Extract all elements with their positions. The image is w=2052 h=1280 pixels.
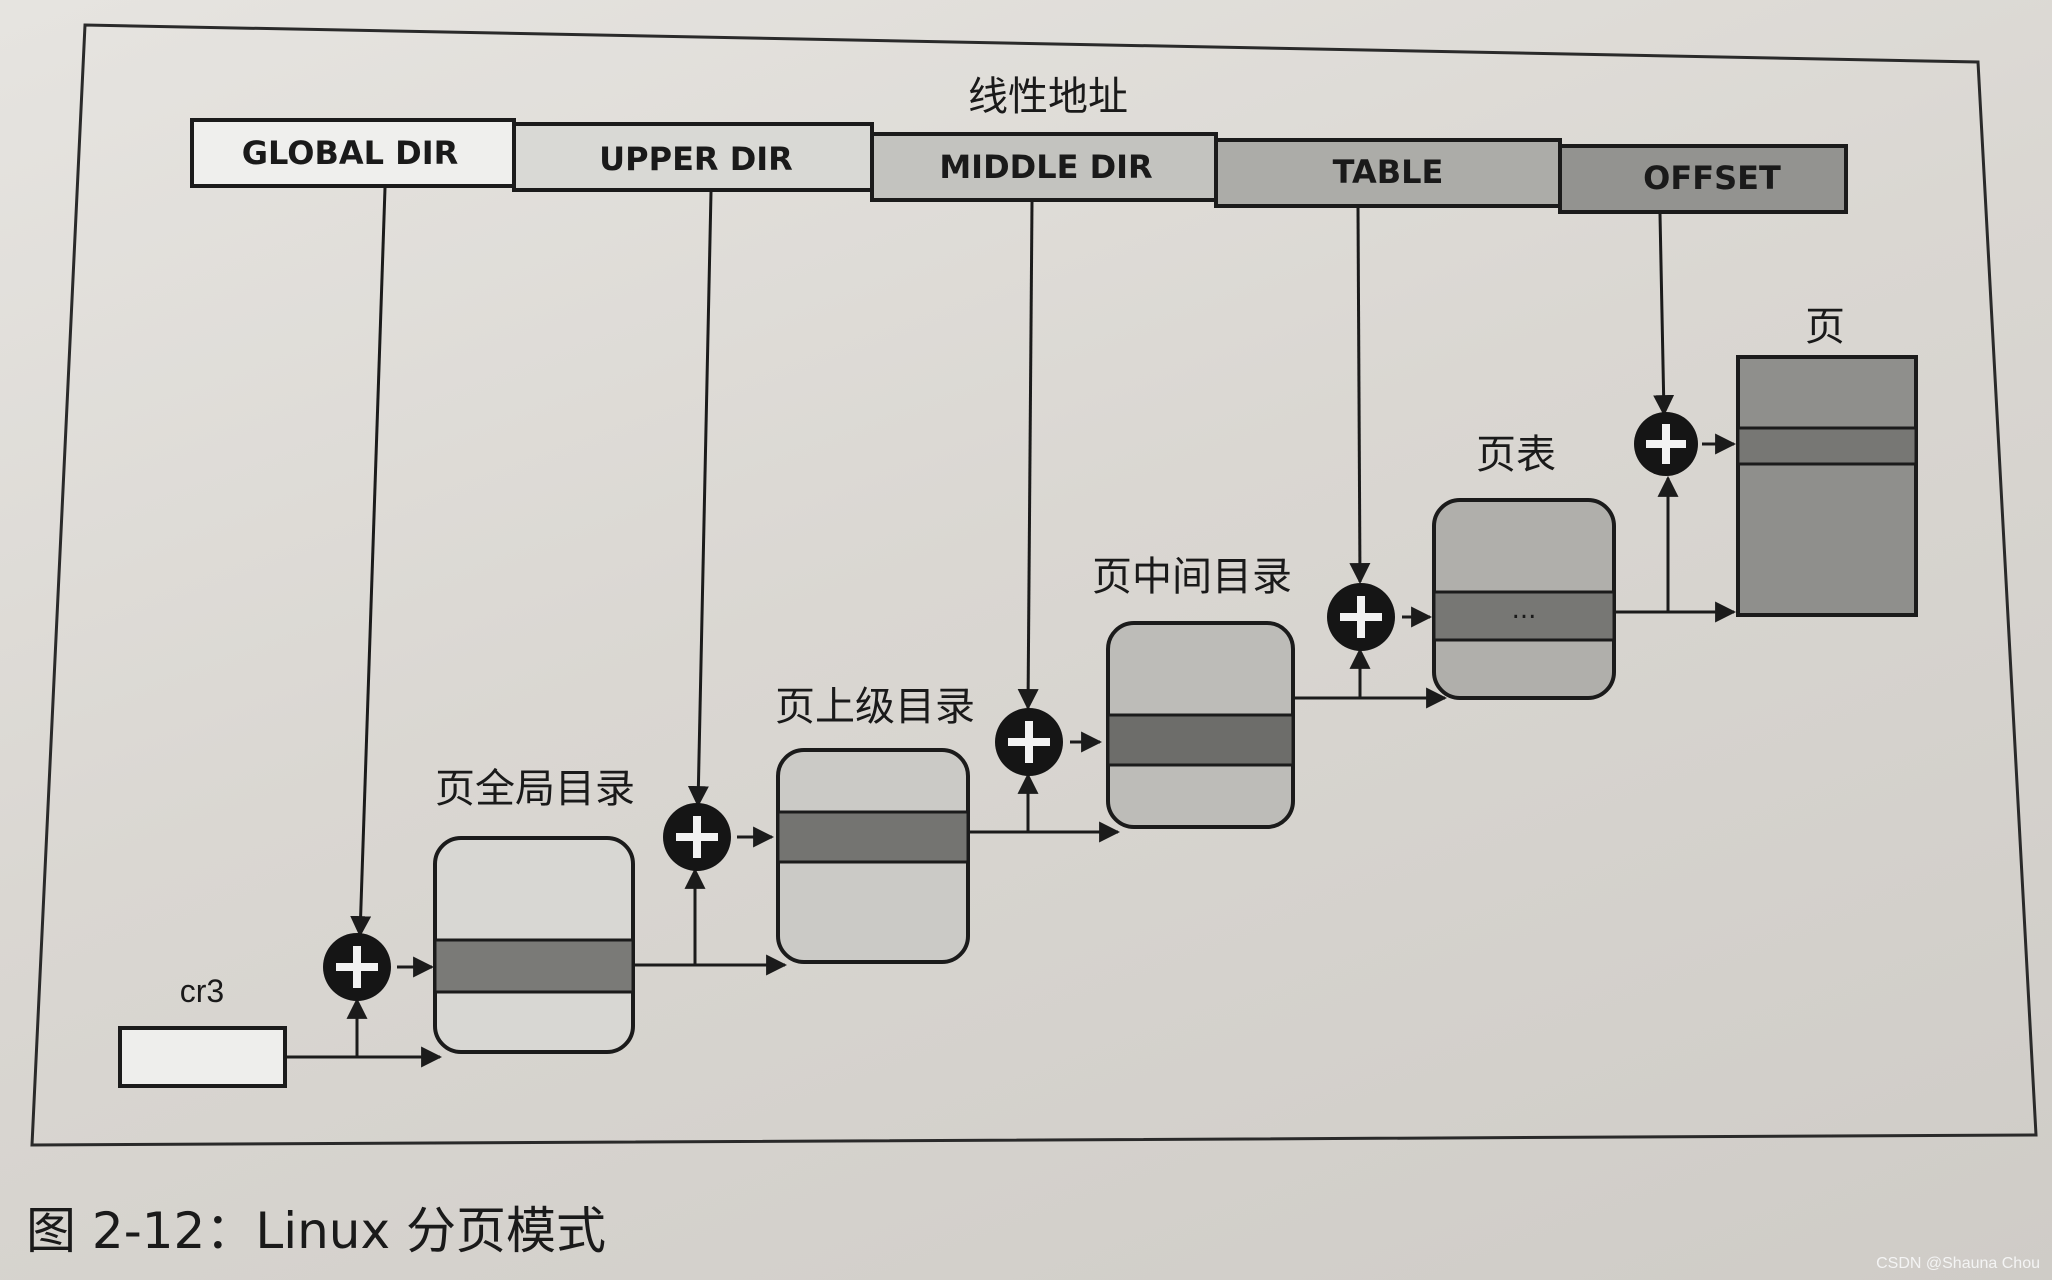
global-dir-arrow <box>350 187 387 938</box>
field-offset-label: OFFSET <box>1643 159 1781 197</box>
pte-title: 页表 <box>1476 432 1556 478</box>
page-byte <box>1736 426 1918 466</box>
index-arrows <box>350 187 1675 938</box>
pud-title: 页上级目录 <box>775 684 975 730</box>
linear-address-bar: GLOBAL DIR UPPER DIR MIDDLE DIR TABLE OF… <box>190 118 1848 214</box>
page-middle-directory: 页中间目录 <box>1092 554 1295 829</box>
pmd-entry <box>1106 713 1295 767</box>
field-middle-dir-label: MIDDLE DIR <box>939 148 1152 186</box>
pte-entry-mark: ... <box>1512 595 1537 625</box>
field-middle-dir <box>870 132 1218 202</box>
plus-circle-icon <box>1327 583 1395 651</box>
pte-entry <box>1432 590 1616 642</box>
field-upper-dir <box>512 122 874 192</box>
diagram-title: 线性地址 <box>968 74 1128 120</box>
watermark: CSDN @Shauna Chou <box>1876 1255 2040 1272</box>
field-global-dir-label: GLOBAL DIR <box>242 134 459 172</box>
field-table-label: TABLE <box>1333 153 1444 191</box>
field-offset <box>1558 144 1848 214</box>
plus-circle-icon <box>1634 412 1698 476</box>
cr3-register: cr3 <box>118 973 287 1088</box>
field-upper-dir-label: UPPER DIR <box>599 140 793 178</box>
page-global-directory: 页全局目录 <box>433 766 635 1054</box>
page-box <box>1736 355 1918 617</box>
plus-circle-icon <box>323 933 391 1001</box>
cr3-label: cr3 <box>180 973 224 1009</box>
page-frame: 页 <box>1736 304 1918 617</box>
adders <box>323 412 1698 1001</box>
pmd-title: 页中间目录 <box>1092 554 1292 600</box>
pgd-title: 页全局目录 <box>435 766 635 812</box>
figure-frame <box>30 23 2038 1147</box>
page-title: 页 <box>1805 304 1845 350</box>
plus-circle-icon <box>663 803 731 871</box>
upper-dir-arrow <box>687 191 713 808</box>
pgd-entry <box>433 938 635 994</box>
cr3-box <box>118 1026 287 1088</box>
middle-dir-arrow <box>1017 201 1039 711</box>
plus-circle-icon <box>995 708 1063 776</box>
offset-arrow <box>1653 213 1675 417</box>
figure-caption: 图 2-12：Linux 分页模式 <box>26 1202 606 1260</box>
page-table: 页表 ... <box>1432 432 1616 700</box>
table-arrow <box>1349 207 1371 585</box>
connections <box>285 433 1737 1068</box>
pud-entry <box>776 810 970 864</box>
page-upper-directory: 页上级目录 <box>775 684 975 964</box>
